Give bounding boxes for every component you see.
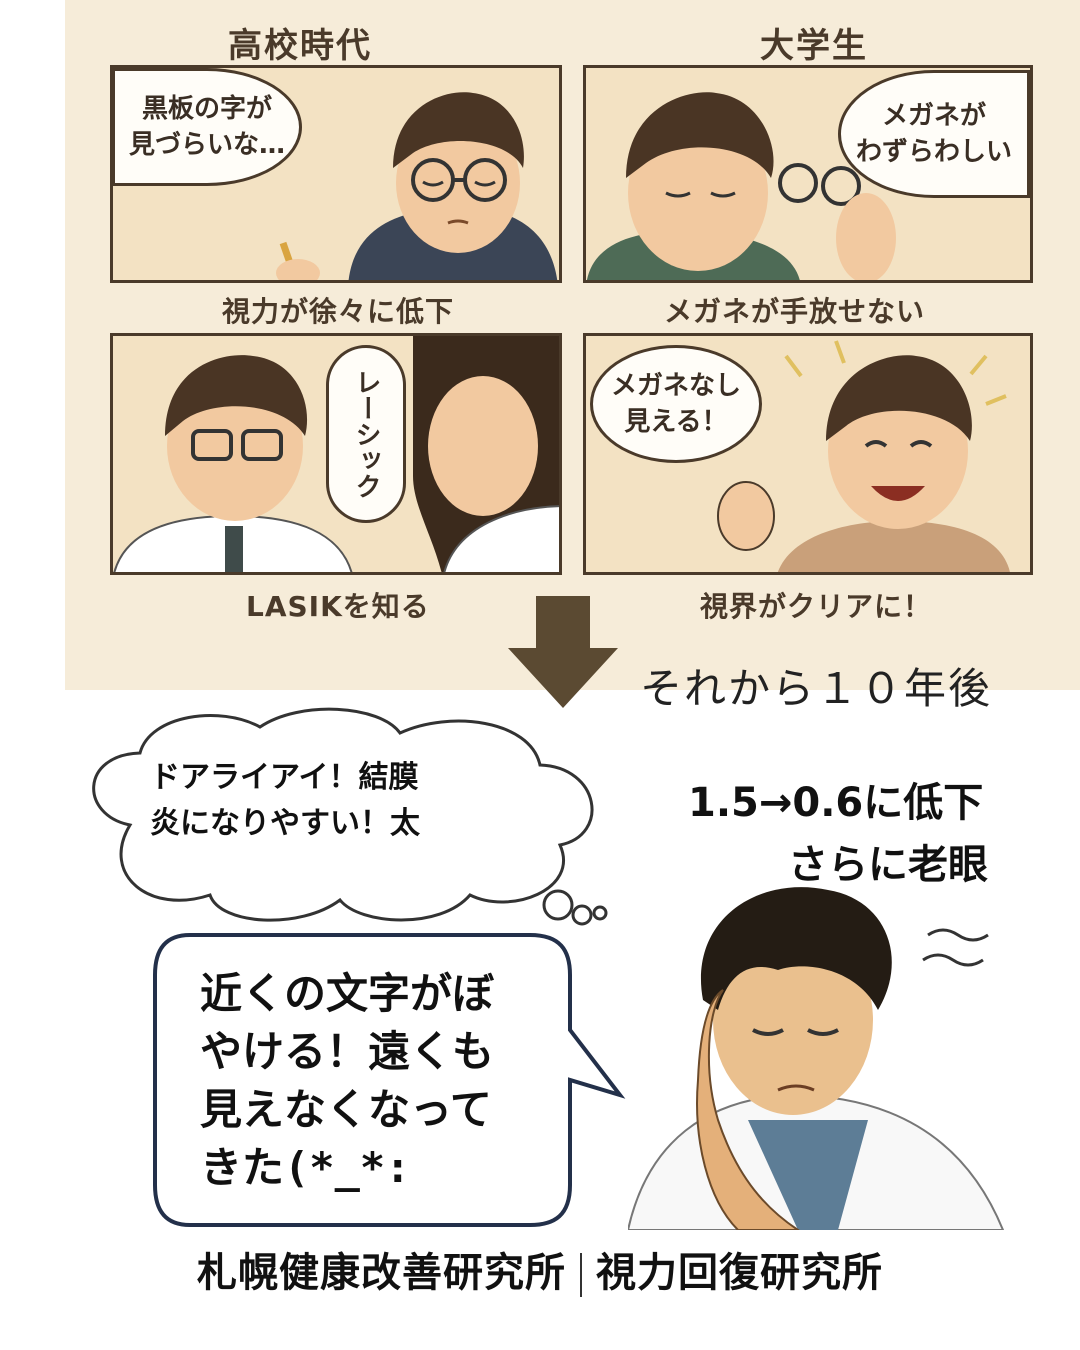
caption-4: 視界がクリアに！ [700,590,933,623]
left-column-title: 高校時代 [228,26,372,66]
happy-student-illustration [717,340,1010,572]
thought-cloud [92,707,608,926]
caption-1: 視力が徐々に低下 [222,295,455,328]
down-arrow-icon [508,596,618,708]
footer: 札幌健康改善研究所視力回復研究所 [0,1240,1080,1298]
thought-text: ドアライアイ！結膜 炎になりやすい！太 [150,760,420,841]
speech-bubble-3: レーシック [326,345,406,523]
speech-text: 近くの文字がぼ やける！遠くも 見えなくなって きた(*_*: [200,969,495,1192]
caption-2: メガネが手放せない [664,295,926,328]
presbyopia-text: さらに老眼 [788,842,988,888]
speech-bubble-2: メガネが わずらわしい [838,70,1030,198]
speech-bubble-1: 黒板の字が 見づらいな… [112,68,302,186]
speech-bubble-large [153,933,626,1227]
vision-drop-text: 1.5→0.6に低下 [688,780,984,826]
speech-bubble-4: メガネなし 見える！ [590,345,762,463]
footer-right-org: 視力回復研究所 [596,1250,883,1296]
footer-separator [580,1253,582,1297]
student-glasses-illustration [587,92,896,280]
student-writing-illustration [276,92,558,280]
man-headache-illustration [628,887,1005,1230]
ten-years-later-text: それから１０年後 [640,664,993,713]
doctor-consultation-illustration [113,336,559,572]
footer-left-org: 札幌健康改善研究所 [197,1250,566,1296]
caption-3: LASIKを知る [246,590,430,623]
right-column-title: 大学生 [760,26,868,66]
